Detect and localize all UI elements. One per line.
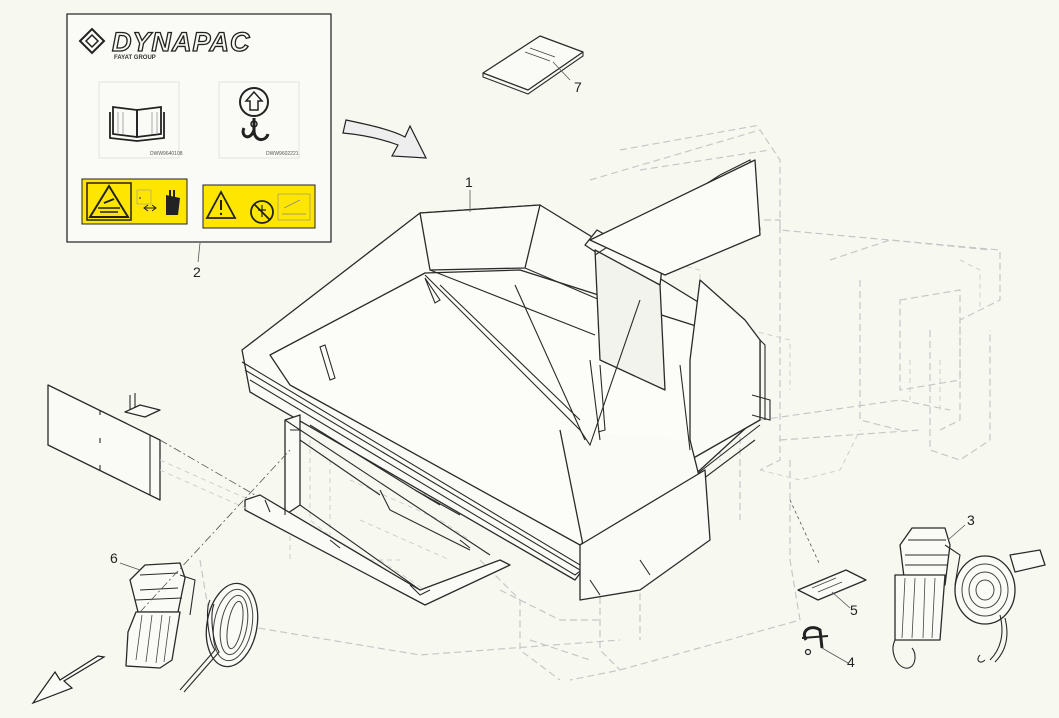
callout-5: 5 xyxy=(850,602,858,618)
hopper-lower-frame xyxy=(244,414,511,606)
lift-decal: DWW9602221 xyxy=(218,81,300,159)
brand-text: DYNAPAC xyxy=(112,27,251,57)
crush-warning-decal xyxy=(81,178,188,225)
callout-1: 1 xyxy=(465,174,473,190)
callout-7: 7 xyxy=(574,79,582,95)
callout-4: 4 xyxy=(847,654,855,670)
callout-3: 3 xyxy=(967,512,975,528)
decal-sheet: DYNAPAC FAYAT GROUP DWW9640108 DWW9602 xyxy=(66,13,332,243)
dynapac-logo: DYNAPAC FAYAT GROUP xyxy=(78,26,251,61)
manual-decal-code: DWW9640108 xyxy=(150,151,183,157)
brand-subtext: FAYAT GROUP xyxy=(114,55,156,61)
push-plate xyxy=(47,384,251,511)
direction-arrow-front xyxy=(31,655,106,705)
manual-booklet xyxy=(482,35,584,95)
callout-2: 2 xyxy=(193,264,201,280)
lift-decal-code: DWW9602221 xyxy=(266,151,299,157)
shackle xyxy=(801,626,829,656)
manual-decal: DWW9640108 xyxy=(98,81,183,159)
tag-plate xyxy=(797,569,867,601)
keep-clear-warning-icon xyxy=(205,190,274,224)
callout-6: 6 xyxy=(110,550,118,566)
coiled-strap-left xyxy=(179,582,259,693)
coiled-strap-right xyxy=(954,549,1046,663)
ratchet-strap-left xyxy=(125,562,196,669)
book-icon xyxy=(109,105,165,142)
callout-numbers: 1 2 3 4 5 6 7 xyxy=(110,79,975,670)
leader-lines xyxy=(119,61,966,664)
crush-warning-icon xyxy=(88,184,130,218)
hook-lift-icon xyxy=(239,87,270,141)
hopper-wing-assembly xyxy=(241,159,771,601)
ratchet-strap-right xyxy=(892,527,961,669)
direction-arrow-curved xyxy=(342,119,428,159)
keep-clear-warning-decal xyxy=(202,184,316,229)
